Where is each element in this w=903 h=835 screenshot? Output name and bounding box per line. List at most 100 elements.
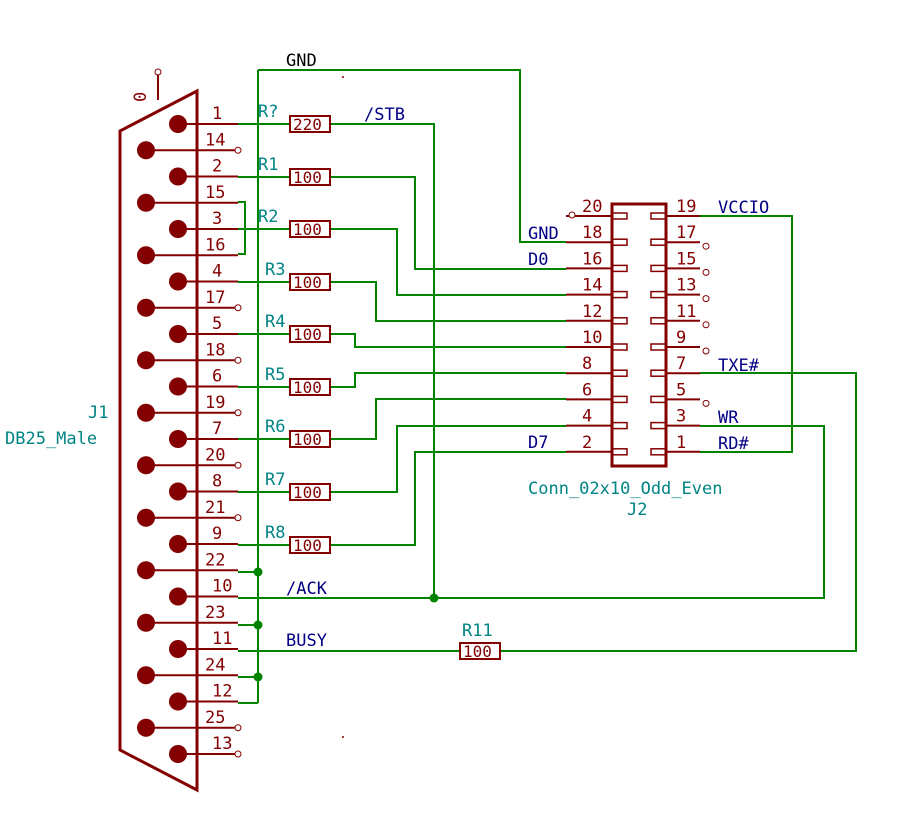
j2-right-pin-stub — [650, 212, 667, 220]
j2-left-pin-stub — [611, 317, 628, 325]
resistor-body — [289, 273, 331, 291]
wire-stb — [238, 123, 435, 598]
wire-rd-vccio — [700, 215, 793, 453]
j2-left-pin-number: 10 — [582, 328, 602, 348]
j1-pin-number: 10 — [212, 577, 232, 597]
j2-right-pin-stub — [650, 264, 667, 273]
j2-left-pin-number: 2 — [582, 433, 592, 453]
resistor-body — [289, 378, 331, 396]
j2-right-pin-number: 19 — [676, 197, 696, 217]
j1-value-label: DB25_Male — [5, 429, 97, 449]
j1-nc-marker — [234, 724, 242, 732]
net-vccio: VCCIO — [718, 198, 769, 218]
j1-pin-number: 8 — [212, 472, 222, 492]
wire-d4 — [238, 372, 566, 388]
j2-left-pin-number: 14 — [582, 276, 602, 296]
j2-right-pin-stub — [650, 290, 667, 299]
j2-nc-marker — [702, 321, 710, 329]
net-wr: WR — [718, 408, 739, 428]
resistor-ref: R5 — [265, 365, 285, 385]
grid-mark — [342, 76, 344, 78]
resistor-body — [289, 483, 331, 501]
j2-right-pin-stub — [650, 343, 667, 351]
j2-left-pin-number: 16 — [582, 249, 602, 269]
resistor-value: 220 — [293, 115, 322, 134]
wire-ack — [238, 425, 825, 599]
j2-nc-marker — [702, 347, 710, 355]
j2-ref-label: J2 — [627, 500, 647, 520]
j1-pin-number: 16 — [205, 235, 225, 255]
j2-left-pin-stub — [611, 212, 628, 220]
wire-d0 — [238, 176, 566, 270]
j2-right-pin-stub — [650, 421, 667, 430]
resistor-value: 100 — [293, 378, 322, 397]
resistor-value: 100 — [463, 642, 492, 661]
resistor-ref: R8 — [265, 523, 285, 543]
resistor-value: 100 — [293, 536, 322, 555]
resistor-value: 100 — [293, 325, 322, 344]
j1-ref-label: J1 — [88, 403, 108, 423]
j1-shield-pin-number: 0 — [131, 92, 151, 102]
j2-value-label: Conn_02x10_Odd_Even — [528, 479, 722, 499]
j1-nc-marker — [234, 750, 242, 758]
resistor-ref: R4 — [265, 312, 285, 332]
resistor-ref: R2 — [258, 207, 278, 227]
resistor-body — [459, 642, 501, 660]
j2-left-pin-number: 8 — [582, 354, 592, 374]
j2-right-pin-stub — [650, 317, 667, 325]
net-d7: D7 — [528, 433, 548, 453]
j2-right-pin-stub — [650, 448, 667, 456]
junction-dot — [253, 620, 263, 630]
j1-pin-number: 25 — [205, 708, 225, 728]
j1-nc-marker — [234, 304, 242, 312]
j2-left-pin-number: 12 — [582, 302, 602, 322]
j2-left-pin-stub — [611, 421, 628, 430]
net-d0: D0 — [528, 250, 548, 270]
wire-d6 — [238, 425, 566, 493]
j2-nc-marker — [702, 268, 710, 276]
j2-left-pin-stub — [611, 369, 628, 377]
j2-nc-marker — [702, 399, 710, 407]
j1-pin-number: 13 — [212, 734, 232, 754]
j1-pin-number: 14 — [205, 130, 225, 150]
j2-left-pin-number: 4 — [582, 407, 592, 427]
j1-nc-marker — [234, 146, 242, 154]
j1-pin-number: 4 — [212, 262, 222, 282]
net-gnd-j2: GND — [528, 224, 559, 244]
resistor-value: 100 — [293, 220, 322, 239]
wire-busy — [238, 372, 857, 652]
j2-left-pin-stub — [611, 290, 628, 299]
resistor-ref: R6 — [265, 417, 285, 437]
j2-left-pin-stub — [611, 343, 628, 351]
connector-j1: 1142153164175186197208219221023112412251… — [5, 68, 242, 793]
j2-body — [610, 202, 668, 468]
j2-left-pin-number: 20 — [582, 197, 602, 217]
j1-pin-number: 21 — [205, 498, 225, 518]
resistor-ref: R3 — [265, 260, 285, 280]
j1-nc-marker — [234, 356, 242, 364]
j1-pin-number: 17 — [205, 288, 225, 308]
j2-right-pin-number: 3 — [676, 407, 686, 427]
j1-pin-number: 24 — [205, 655, 225, 675]
wire-d5 — [238, 398, 566, 440]
j1-pin-number: 1 — [212, 104, 222, 124]
net-rd: RD# — [718, 434, 749, 454]
j2-pin20-nc — [568, 211, 576, 219]
resistor-value: 100 — [293, 273, 322, 292]
resistor-body — [289, 536, 331, 554]
j2-right-pin-number: 15 — [676, 249, 696, 269]
junction-dot — [253, 672, 263, 682]
j2-right-pin-stub — [650, 395, 667, 404]
resistor-body — [289, 220, 331, 238]
wire-d3 — [238, 333, 566, 348]
j2-right-pin-number: 11 — [676, 302, 696, 322]
j2-right-pin-number: 5 — [676, 380, 686, 400]
net-gnd-top: GND — [286, 51, 317, 71]
net-txe: TXE# — [718, 356, 760, 376]
j1-pin-number: 22 — [205, 550, 225, 570]
j1-pin-number: 2 — [212, 157, 222, 177]
j1-pin-number: 5 — [212, 314, 222, 334]
j1-body — [118, 88, 199, 793]
